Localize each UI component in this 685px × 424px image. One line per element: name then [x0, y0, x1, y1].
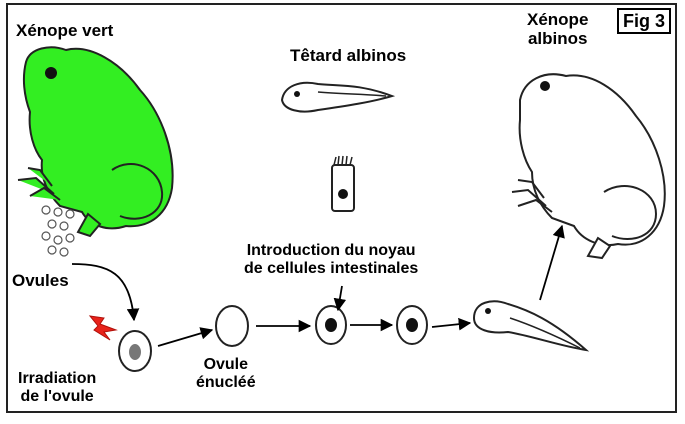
- albino-frog-illustration: [511, 73, 666, 260]
- nucleus-label-line1: Introduction du noyau: [246, 242, 416, 259]
- albino-tadpole-label: Têtard albinos: [290, 46, 407, 65]
- figure-tag: Fig 3: [616, 8, 671, 34]
- irradiated-egg: [118, 330, 152, 372]
- eggs-label: Ovules: [12, 271, 69, 290]
- albino-tadpole-illustration: [280, 81, 396, 113]
- enucleated-label-line2: énucléé: [196, 373, 256, 391]
- albino-frog-label-line1: Xénope: [527, 10, 589, 29]
- albino-frog-label-line2: albinos: [527, 28, 588, 48]
- developing-egg: [396, 305, 428, 345]
- eggs-cluster: [41, 205, 75, 257]
- enucleated-label-line1: Ovule: [203, 356, 249, 373]
- irradiation-label-line1: Irradiation: [18, 370, 97, 387]
- resulting-tadpole: [472, 300, 590, 352]
- irradiation-label-line2: de l'ovule: [20, 387, 94, 405]
- enucleated-label: Ovule énucléé: [196, 356, 256, 391]
- nucleus-introduction-label: Introduction du noyau de cellules intest…: [244, 242, 418, 277]
- nucleus-label-line2: de cellules intestinales: [244, 259, 419, 277]
- irradiation-label: Irradiation de l'ovule: [18, 370, 96, 405]
- egg-with-nucleus: [315, 305, 347, 345]
- lightning-bolt-icon: [88, 315, 118, 341]
- enucleated-egg: [215, 305, 249, 347]
- albino-frog-label: Xénope albinos: [527, 10, 589, 48]
- green-frog-illustration: [17, 46, 174, 238]
- green-frog-label: Xénope vert: [16, 21, 114, 40]
- intestinal-cell: [331, 155, 355, 212]
- process-arrows: [71, 224, 565, 347]
